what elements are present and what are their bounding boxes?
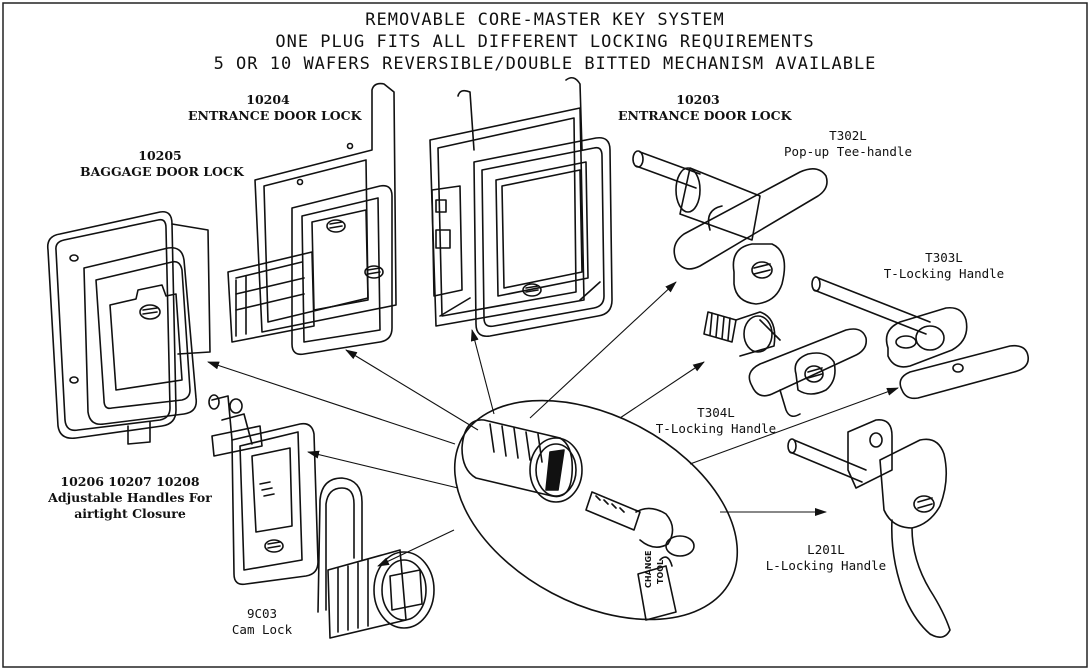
core-assembly-illustration [453,399,739,621]
entrance-10204-name: ENTRANCE DOOR LOCK [188,108,362,123]
title-line-1: REMOVABLE CORE-MASTER KEY SYSTEM [365,10,725,30]
arrow-to-t304l [619,361,705,419]
arrow-to-10203 [470,329,495,415]
arrow-to-adjustable [307,450,459,489]
adjustable-name-1: Adjustable Handles For [48,490,212,505]
t303l-name: T-Locking Handle [883,266,1005,281]
entrance-10204-code: 10204 [246,92,290,107]
l201l-name: L-Locking Handle [765,558,887,573]
t303l-locking-handle-illustration [811,276,1030,400]
l201l-label: L201L L-Locking Handle [756,542,896,574]
t304l-name: T-Locking Handle [655,421,777,436]
t304l-locking-handle-illustration [703,311,868,418]
baggage-name: BAGGAGE DOOR LOCK [80,164,244,179]
adjustable-code: 10206 10207 10208 [60,474,200,489]
baggage-door-lock-illustration [46,210,211,445]
t304l-code: T304L [697,405,735,420]
t303l-label: T303L T-Locking Handle [864,250,1024,282]
adjustable-handle-illustration [208,394,319,586]
cam-lock-name: Cam Lock [231,622,293,637]
change-tool-tag-line-1: CHANGE [644,550,653,588]
t302l-code: T302L [829,128,867,143]
arrow-to-camlock [377,529,455,567]
entrance-10203-code: 10203 [676,92,720,107]
adjustable-handles-label: 10206 10207 10208 Adjustable Handles For… [40,474,220,522]
entrance-door-lock-10203-illustration [429,76,613,338]
baggage-door-lock-label: 10205 BAGGAGE DOOR LOCK [80,148,244,180]
entrance-door-lock-10204-illustration [227,82,397,356]
pop-up-tee-handle-illustration [632,150,828,305]
entrance-10203-name: ENTRANCE DOOR LOCK [618,108,792,123]
adjustable-name-2: airtight Closure [74,506,186,521]
entrance-10203-label: 10203 ENTRANCE DOOR LOCK [618,92,792,124]
arrow-to-baggage [207,361,456,445]
cam-lock-label: 9C03 Cam Lock [212,606,312,638]
title-line-3: 5 OR 10 WAFERS REVERSIBLE/DOUBLE BITTED … [213,54,877,74]
arrow-to-10204 [345,349,479,431]
l-locking-handle-illustration [787,419,951,638]
title-line-2: ONE PLUG FITS ALL DIFFERENT LOCKING REQU… [275,32,815,52]
change-tool-tag-line-2: TOOL [656,559,665,584]
pointer-arrows [207,281,899,567]
baggage-code: 10205 [138,148,182,163]
t303l-code: T303L [925,250,963,265]
arrow-to-t303l [689,387,899,465]
entrance-10204-label: 10204 ENTRANCE DOOR LOCK [188,92,362,124]
t302l-label: T302L Pop-up Tee-handle [768,128,928,160]
cam-lock-illustration [317,477,435,639]
arrow-to-t302l [529,281,677,419]
t304l-label: T304L T-Locking Handle [636,405,796,437]
t302l-name: Pop-up Tee-handle [784,144,912,159]
l201l-code: L201L [807,542,845,557]
cam-lock-code: 9C03 [246,606,278,621]
